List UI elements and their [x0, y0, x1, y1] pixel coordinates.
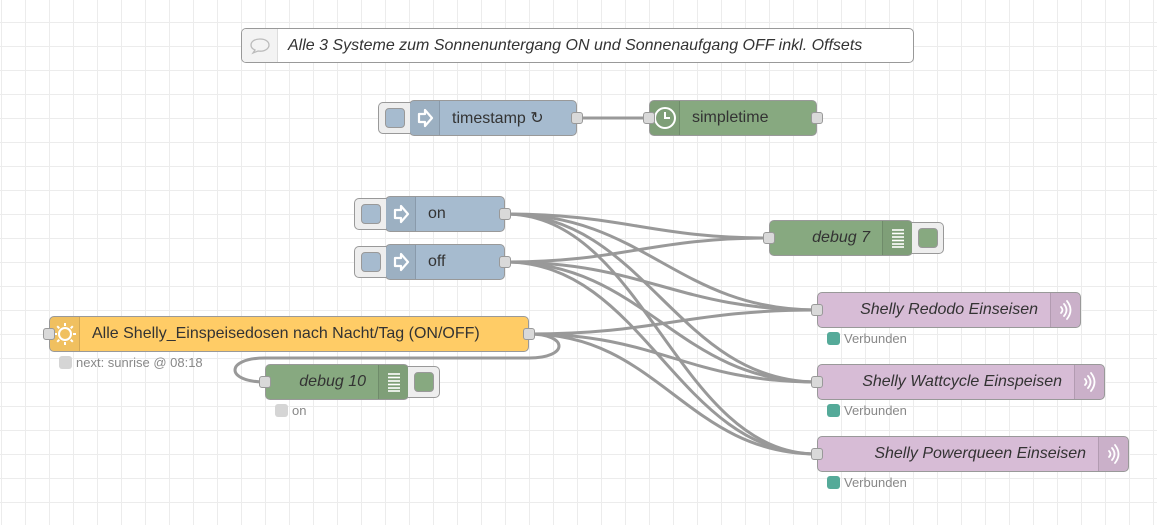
node-label: Shelly Redodo Einseisen [860, 301, 1038, 318]
node-label: Shelly Powerqueen Einseisen [874, 445, 1086, 462]
input-port[interactable] [811, 376, 823, 388]
output-port[interactable] [499, 256, 511, 268]
wire-off-to-debug7[interactable] [504, 236, 770, 264]
wire-on-to-shelly_redodo[interactable] [504, 212, 818, 312]
powerqueen-status: Verbunden [827, 475, 907, 490]
status-dot [275, 404, 288, 417]
sunrise-node[interactable]: Alle Shelly_Einspeisedosen nach Nacht/Ta… [43, 316, 535, 352]
status-text: Verbunden [844, 475, 907, 490]
input-port[interactable] [763, 232, 775, 244]
wire-sunrise-to-shelly_wattcycle[interactable] [528, 332, 818, 384]
simpletime-node[interactable]: simpletime [643, 100, 823, 136]
mqtt-out-node-redodo[interactable]: Shelly Redodo Einseisen [811, 292, 1081, 328]
input-port[interactable] [259, 376, 271, 388]
list-icon [882, 221, 912, 255]
inject-trigger-button[interactable] [378, 102, 410, 134]
wire-off-to-shelly_wattcycle[interactable] [504, 260, 818, 384]
status-dot [827, 404, 840, 417]
status-text: Verbunden [844, 403, 907, 418]
wattcycle-status: Verbunden [827, 403, 907, 418]
node-label: debug 10 [299, 373, 366, 390]
node-label: simpletime [692, 109, 769, 126]
input-port[interactable] [811, 448, 823, 460]
status-text: Verbunden [844, 331, 907, 346]
output-port[interactable] [571, 112, 583, 124]
debug-node-7[interactable]: debug 7 [763, 220, 944, 256]
node-label: debug 7 [812, 229, 870, 246]
debug-node-10[interactable]: debug 10 [259, 364, 440, 400]
input-port[interactable] [811, 304, 823, 316]
output-port[interactable] [499, 208, 511, 220]
inject-trigger-button[interactable] [354, 246, 386, 278]
wire-sunrise-to-shelly_redodo[interactable] [528, 308, 818, 336]
comment-text: Alle 3 Systeme zum Sonnenuntergang ON un… [288, 36, 863, 54]
inject-trigger-button[interactable] [354, 198, 386, 230]
input-port[interactable] [43, 328, 55, 340]
node-label: off [428, 253, 446, 270]
output-port[interactable] [811, 112, 823, 124]
sun-icon [50, 317, 80, 351]
node-label: Shelly Wattcycle Einspeisen [862, 373, 1062, 390]
wire-on-to-shelly_wattcycle[interactable] [504, 212, 818, 384]
node-label: on [428, 205, 446, 222]
status-text: next: sunrise @ 08:18 [76, 355, 203, 370]
comment-node[interactable]: Alle 3 Systeme zum Sonnenuntergang ON un… [241, 28, 914, 63]
input-port[interactable] [643, 112, 655, 124]
mqtt-out-node-wattcycle[interactable]: Shelly Wattcycle Einspeisen [811, 364, 1105, 400]
wire-off-to-shelly_powerqueen[interactable] [504, 260, 818, 456]
wire-sunrise-to-shelly_powerqueen[interactable] [528, 332, 818, 456]
inject-node-timestamp[interactable]: timestamp ↻ [378, 100, 583, 136]
status-dot [827, 332, 840, 345]
node-label: timestamp ↻ [452, 110, 544, 127]
comment-icon [242, 29, 278, 62]
wire-on-to-debug7[interactable] [504, 212, 770, 240]
debug-toggle-button[interactable] [912, 222, 944, 254]
inject-node-off[interactable]: off [354, 244, 511, 280]
status-dot [827, 476, 840, 489]
arrow-right-icon [386, 245, 416, 279]
mqtt-out-node-powerqueen[interactable]: Shelly Powerqueen Einseisen [811, 436, 1129, 472]
inject-node-on[interactable]: on [354, 196, 511, 232]
wire-off-to-shelly_redodo[interactable] [504, 260, 818, 312]
node-label: Alle Shelly_Einspeisedosen nach Nacht/Ta… [92, 325, 480, 342]
list-icon [378, 365, 408, 399]
arrow-right-icon [386, 197, 416, 231]
status-dot [59, 356, 72, 369]
arrow-right-icon [410, 101, 440, 135]
wifi-icon [1074, 365, 1104, 399]
redodo-status: Verbunden [827, 331, 907, 346]
wifi-icon [1050, 293, 1080, 327]
wire-sunrise-to-debug10[interactable] [233, 332, 561, 384]
output-port[interactable] [523, 328, 535, 340]
wire-on-to-shelly_powerqueen[interactable] [504, 212, 818, 456]
sunrise-status: next: sunrise @ 08:18 [59, 355, 203, 370]
debug10-status: on [275, 403, 306, 418]
debug-toggle-button[interactable] [408, 366, 440, 398]
wifi-icon [1098, 437, 1128, 471]
status-text: on [292, 403, 307, 418]
